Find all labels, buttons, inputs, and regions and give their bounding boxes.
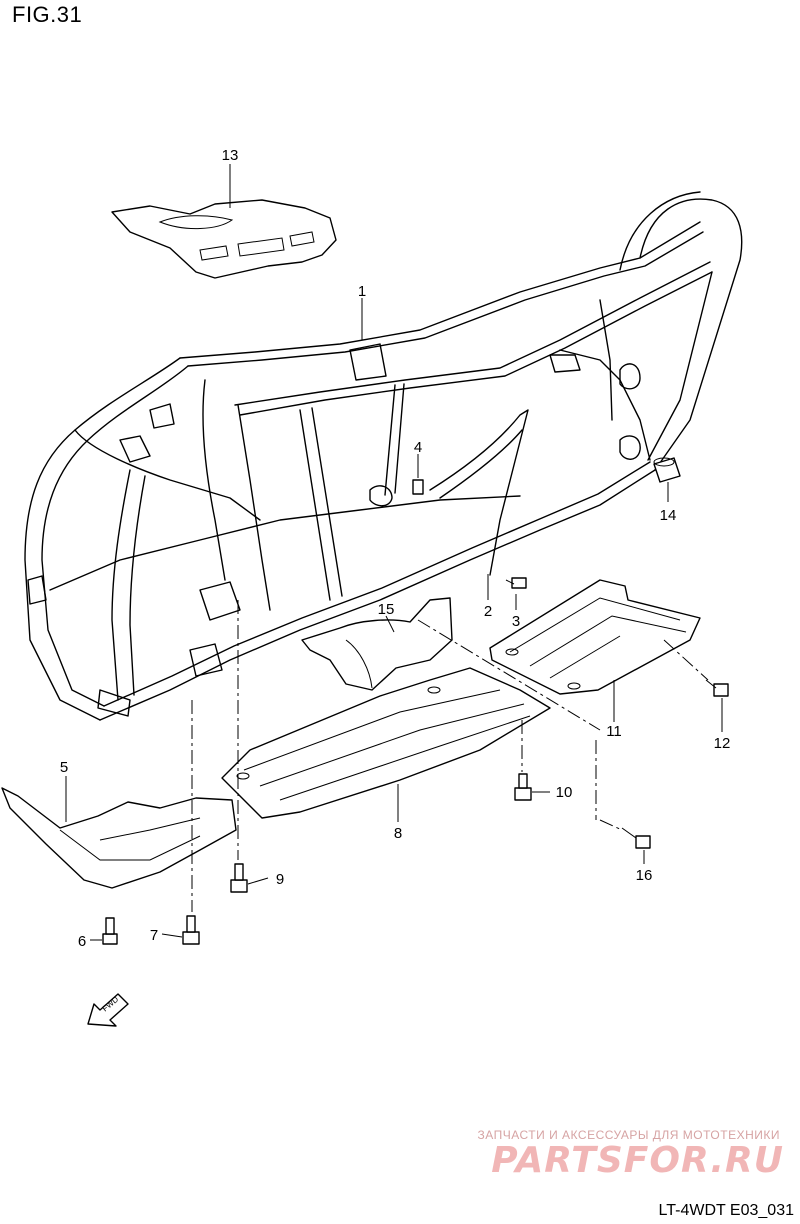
- part-1-frame: [24, 191, 743, 721]
- watermark-caption: ЗАПЧАСТИ И АКСЕССУАРЫ ДЛЯ МОТОТЕХНИКИ: [477, 1128, 780, 1142]
- callout-9: 9: [276, 871, 284, 888]
- callout-10: 10: [556, 784, 573, 801]
- assembly-lines: [191, 600, 709, 912]
- watermark-logo: PARTSFOR.RU: [491, 1140, 784, 1181]
- callout-4: 4: [414, 439, 422, 456]
- callout-11: 11: [606, 723, 622, 740]
- callout-12: 12: [714, 735, 731, 752]
- part-12-bolt: [705, 679, 729, 697]
- callout-16: 16: [636, 867, 653, 884]
- figure-title: FIG.31: [12, 2, 83, 27]
- part-10-bolt: [514, 773, 532, 801]
- callout-8: 8: [394, 825, 402, 842]
- callout-6: 6: [78, 933, 86, 950]
- part-16-bolt: [621, 827, 651, 849]
- callout-1: 1: [358, 283, 366, 300]
- part-code: LT-4WDT E03_031: [658, 1202, 794, 1219]
- callout-2: 2: [484, 603, 492, 620]
- part-8-left-plate: [221, 667, 551, 819]
- part-3-bolt: [505, 577, 527, 589]
- callout-14: 14: [660, 507, 677, 524]
- part-15-guard: [301, 597, 453, 691]
- callout-13: 13: [222, 147, 239, 164]
- part-6-bolt: [102, 917, 118, 945]
- part-4-bolt: [412, 479, 424, 495]
- fwd-arrow-icon: FWD: [87, 993, 129, 1027]
- callout-7: 7: [150, 927, 158, 944]
- part-5-front-guard: [1, 787, 237, 889]
- callout-3: 3: [512, 613, 520, 630]
- leader-lines: [65, 164, 723, 941]
- part-11-right-plate: [489, 579, 701, 695]
- callout-5: 5: [60, 759, 68, 776]
- part-9-bolt: [230, 863, 248, 893]
- part-13-rear-panel: [111, 199, 337, 279]
- part-7-bolt: [182, 915, 200, 945]
- callout-15: 15: [378, 601, 395, 618]
- part-14-cushion: [653, 457, 681, 483]
- callout-labels: 1 2 3 4 5 6 7 8 9 10 11 12 13 14 15 16: [60, 147, 731, 950]
